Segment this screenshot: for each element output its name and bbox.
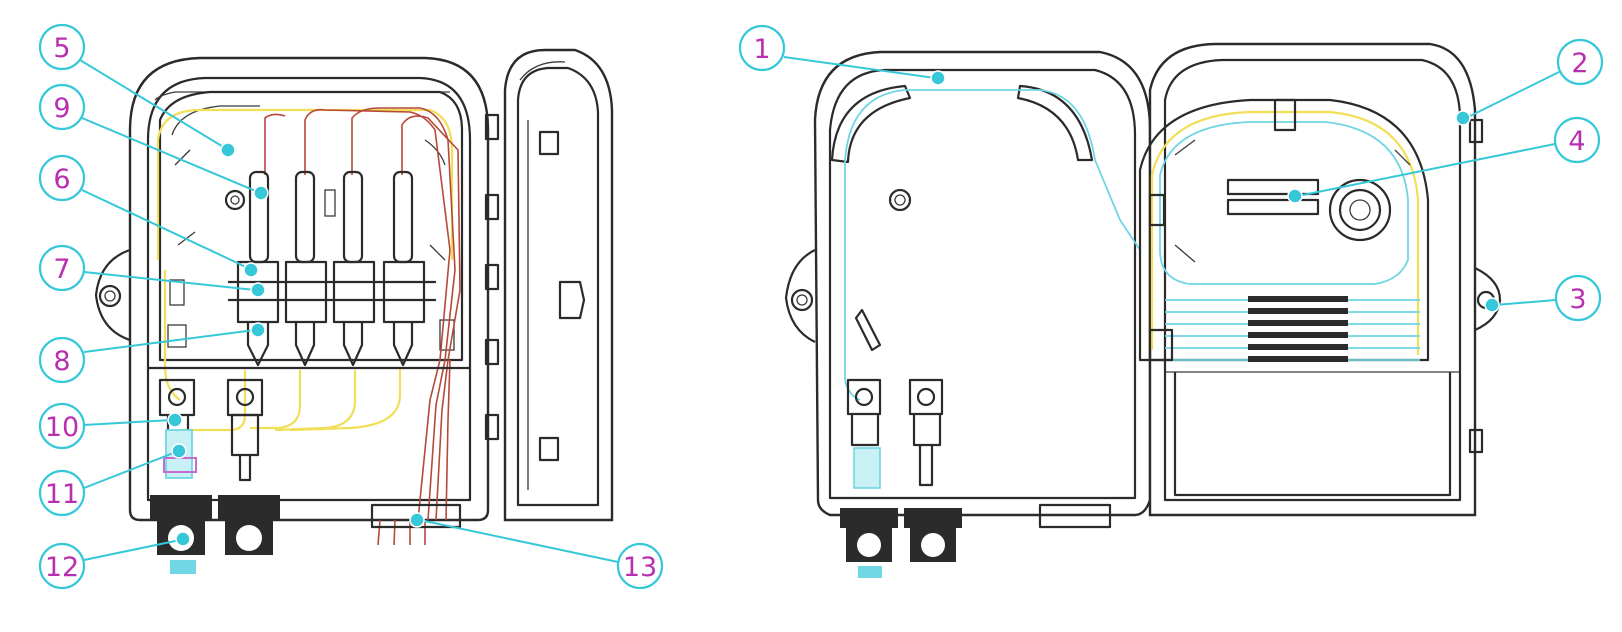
- right-cyan-fibers: [844, 89, 1141, 401]
- connector-4: [382, 170, 426, 367]
- callout-10: 10: [38, 402, 183, 450]
- callout-3: 3: [1484, 274, 1602, 322]
- connector-3: [332, 170, 376, 367]
- right-box-view: [784, 42, 1502, 578]
- callout-8-label: 8: [53, 346, 70, 377]
- callouts: 1 2 3 4 5: [38, 23, 1604, 590]
- left-box-view: [94, 48, 614, 574]
- left-red-fibers: [264, 107, 461, 546]
- callout-6: 6: [38, 154, 259, 278]
- callout-12: 12: [38, 531, 191, 590]
- callout-9-label: 9: [53, 93, 70, 124]
- callout-1-label: 1: [753, 34, 770, 65]
- callout-13-label: 13: [623, 552, 657, 583]
- callout-11-label: 11: [45, 479, 79, 510]
- callout-11: 11: [38, 443, 187, 517]
- connector-1: [236, 170, 280, 367]
- callout-13: 13: [409, 512, 664, 590]
- left-connectors: [228, 170, 436, 367]
- callout-8: 8: [38, 322, 266, 384]
- left-cable-glands: [150, 495, 462, 574]
- right-splice-holder: [1148, 296, 1420, 362]
- right-lower-hardware: [840, 378, 962, 578]
- callout-9: 9: [38, 83, 269, 201]
- callout-5-label: 5: [53, 33, 70, 64]
- right-splice-tray: [1138, 98, 1430, 362]
- connector-2: [284, 170, 328, 367]
- callout-1: 1: [738, 24, 946, 86]
- callout-6-label: 6: [53, 164, 70, 195]
- callout-10-label: 10: [45, 412, 79, 443]
- callout-12-label: 12: [45, 552, 79, 583]
- right-open-door: [1148, 42, 1502, 517]
- callout-7-label: 7: [53, 254, 70, 285]
- right-box-body: [784, 50, 1152, 529]
- callout-5: 5: [38, 23, 236, 158]
- callout-2-label: 2: [1571, 48, 1588, 79]
- left-splice-tray: [158, 90, 464, 362]
- callout-4: 4: [1287, 116, 1601, 204]
- callout-4-label: 4: [1568, 126, 1585, 157]
- callout-7: 7: [38, 244, 266, 298]
- callout-2: 2: [1455, 38, 1604, 126]
- callout-3-label: 3: [1569, 284, 1586, 315]
- left-open-door: [503, 48, 614, 522]
